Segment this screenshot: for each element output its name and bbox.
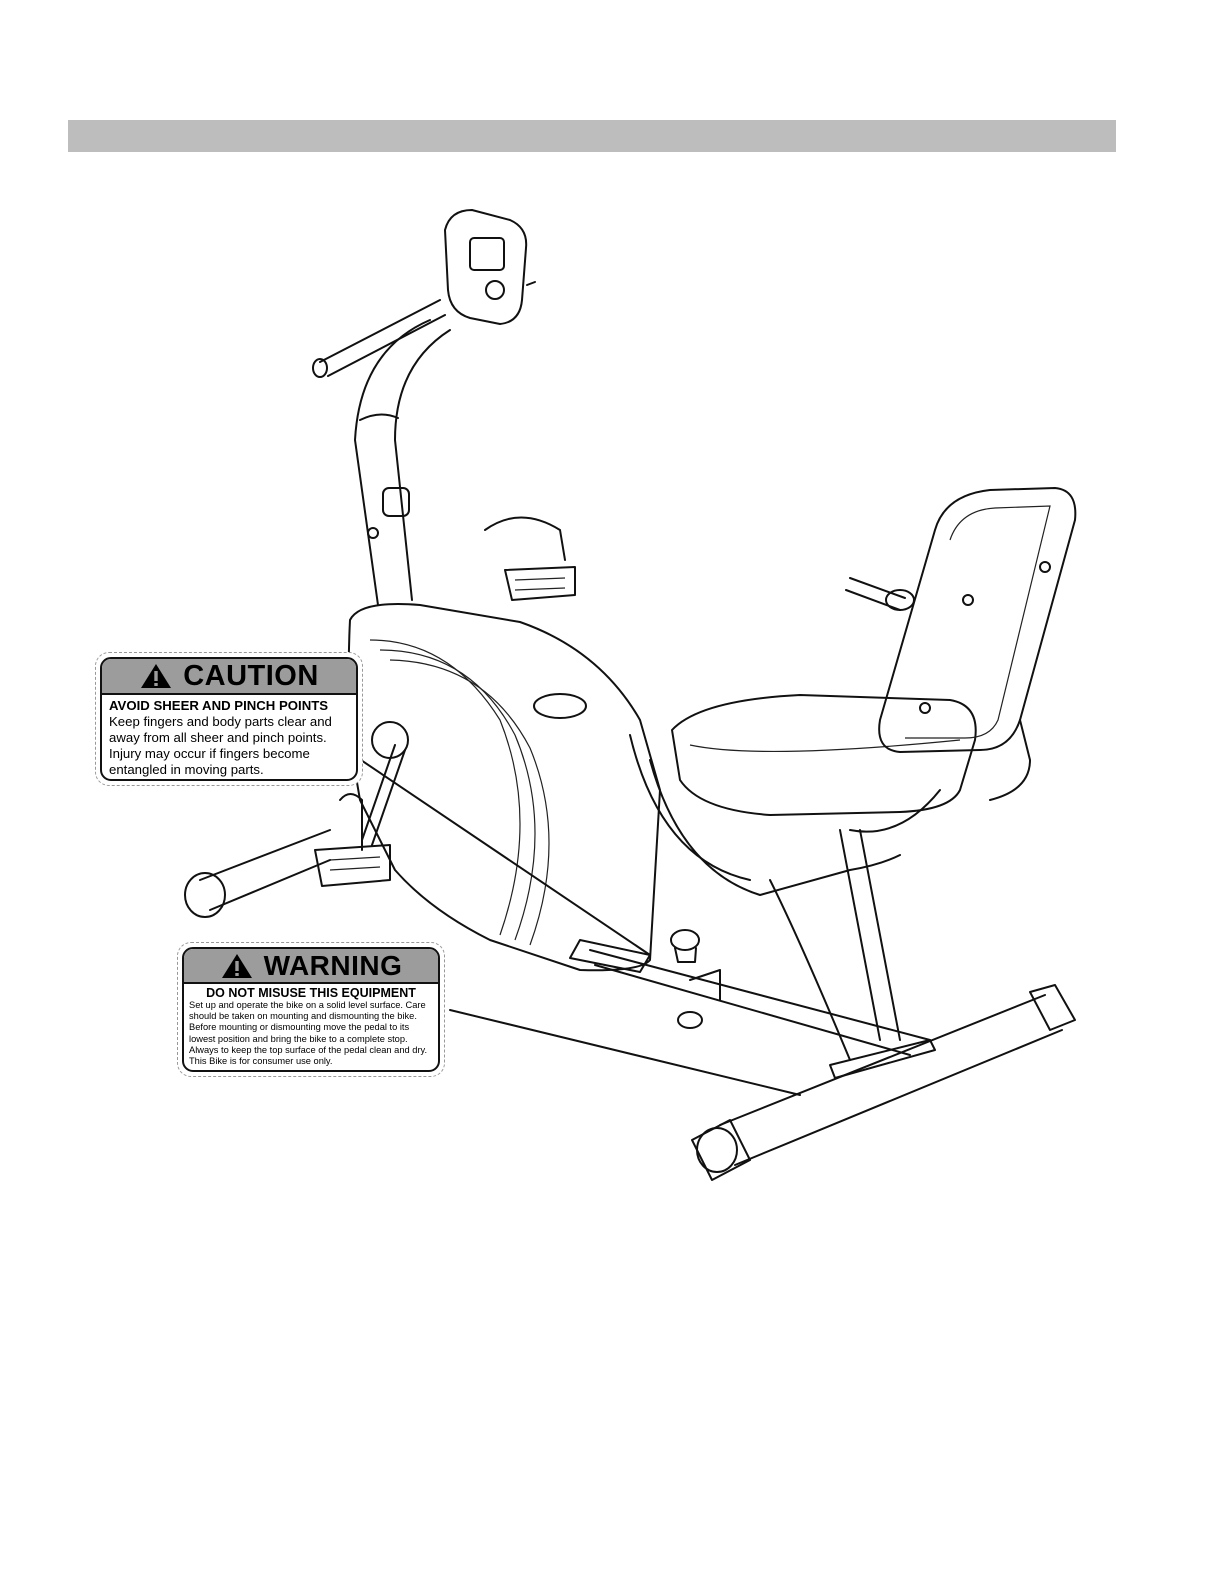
warning-triangle-icon	[141, 664, 172, 688]
caution-subtitle: AVOID SHEER AND PINCH POINTS	[109, 698, 329, 713]
warning-body: Set up and operate the bike on a solid l…	[189, 1000, 428, 1067]
warning-header: WARNING	[184, 949, 438, 984]
warning-subtitle: DO NOT MISUSE THIS EQUIPMENT	[206, 986, 416, 1000]
section-header-bar	[68, 120, 1116, 152]
warning-label: WARNING DO NOT MISUSE THIS EQUIPMENT Set…	[177, 942, 445, 1077]
caution-header: CAUTION	[102, 659, 356, 695]
warning-triangle-icon	[221, 953, 252, 978]
console-illustration	[444, 209, 536, 325]
warning-title: WARNING	[263, 949, 403, 981]
caution-label: CAUTION AVOID SHEER AND PINCH POINTS Kee…	[95, 652, 363, 786]
caution-body: Keep fingers and body parts clear and aw…	[109, 714, 332, 777]
caution-title: CAUTION	[183, 659, 319, 692]
